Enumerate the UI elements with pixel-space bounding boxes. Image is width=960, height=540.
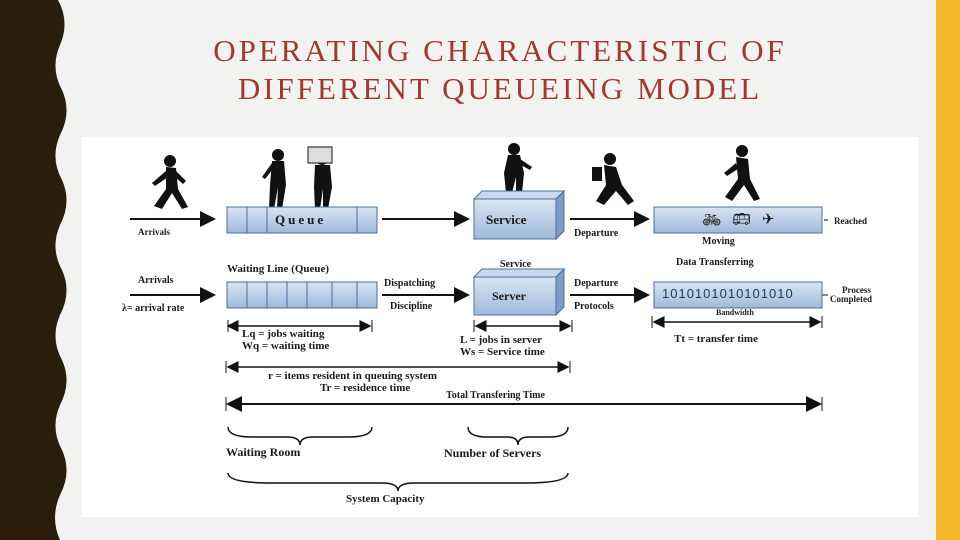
arrivals-bottom-label: Arrivals: [138, 275, 174, 286]
process-label: Process: [842, 285, 871, 295]
tr-label: Tr = residence time: [320, 382, 411, 394]
completed-label: Completed: [830, 294, 872, 304]
departing-person-icon: [592, 153, 634, 205]
waiting-person-1-icon: [262, 149, 286, 209]
server-person-icon: [504, 143, 532, 193]
title-line-2: DIFFERENT QUEUEING MODEL: [237, 71, 763, 106]
number-of-servers-label: Number of Servers: [444, 446, 542, 460]
arrival-rate-label: λ= arrival rate: [122, 303, 185, 314]
reached-person-icon: [724, 145, 760, 201]
server-box: [472, 267, 566, 317]
service-label: Service: [486, 212, 527, 227]
r-label: r = items resident in queuing system: [268, 370, 438, 382]
bottom-queue-box: [226, 281, 378, 309]
ls-label: L = jobs in server: [460, 334, 543, 346]
arrivals-top-label: Arrivals: [138, 227, 170, 237]
airplane-icon: ✈︎: [762, 212, 775, 228]
departure-bottom-label: Departure: [574, 278, 619, 289]
dispatching-label: Dispatching: [384, 278, 436, 289]
waiting-room-brace: [227, 426, 373, 446]
moving-label: Moving: [702, 236, 735, 247]
left-decorative-band: [0, 0, 67, 540]
protocols-label: Protocols: [574, 301, 614, 312]
waiting-person-2-icon: [307, 146, 333, 209]
data-transferring-label: Data Transferring: [676, 257, 754, 268]
bicycle-icon: 🚲︎: [702, 213, 722, 229]
slide-title: OPERATING CHARACTERISTIC OF DIFFERENT QU…: [100, 32, 900, 108]
binary-label: 1010101010101010: [662, 286, 794, 301]
moving-box: [653, 206, 823, 234]
departure-top-label: Departure: [574, 228, 619, 239]
total-transfer-label: Total Transfering Time: [446, 390, 545, 401]
binary-box: [653, 281, 823, 309]
arriving-person-icon: [152, 155, 188, 209]
server-label: Server: [492, 289, 526, 303]
right-accent-band: [936, 0, 960, 540]
diagram-graphics: [130, 143, 828, 492]
servers-brace: [467, 426, 569, 446]
reached-label: Reached: [834, 216, 867, 226]
system-capacity-label: System Capacity: [346, 493, 425, 505]
top-queue-box: [226, 206, 378, 234]
wq-label: Wq = waiting time: [242, 340, 330, 352]
queueing-diagram: Arrivals Queue Service Departure Reached…: [82, 137, 918, 517]
service-top-label: Service: [500, 259, 532, 270]
system-capacity-brace: [227, 472, 569, 492]
lq-label: Lq = jobs waiting: [242, 328, 325, 340]
queue-label: Queue: [275, 212, 327, 227]
discipline-label: Discipline: [390, 301, 433, 312]
top-service-box: [472, 189, 566, 241]
bus-icon: 🚌︎: [732, 212, 752, 228]
waiting-room-label: Waiting Room: [226, 445, 301, 459]
ws-label: Ws = Service time: [460, 346, 545, 358]
title-line-1: OPERATING CHARACTERISTIC OF: [213, 33, 787, 68]
bandwidth-label: Bandwidth: [716, 308, 754, 317]
tt-label: Tt = transfer time: [674, 333, 758, 345]
waiting-line-label: Waiting Line (Queue): [227, 263, 330, 275]
